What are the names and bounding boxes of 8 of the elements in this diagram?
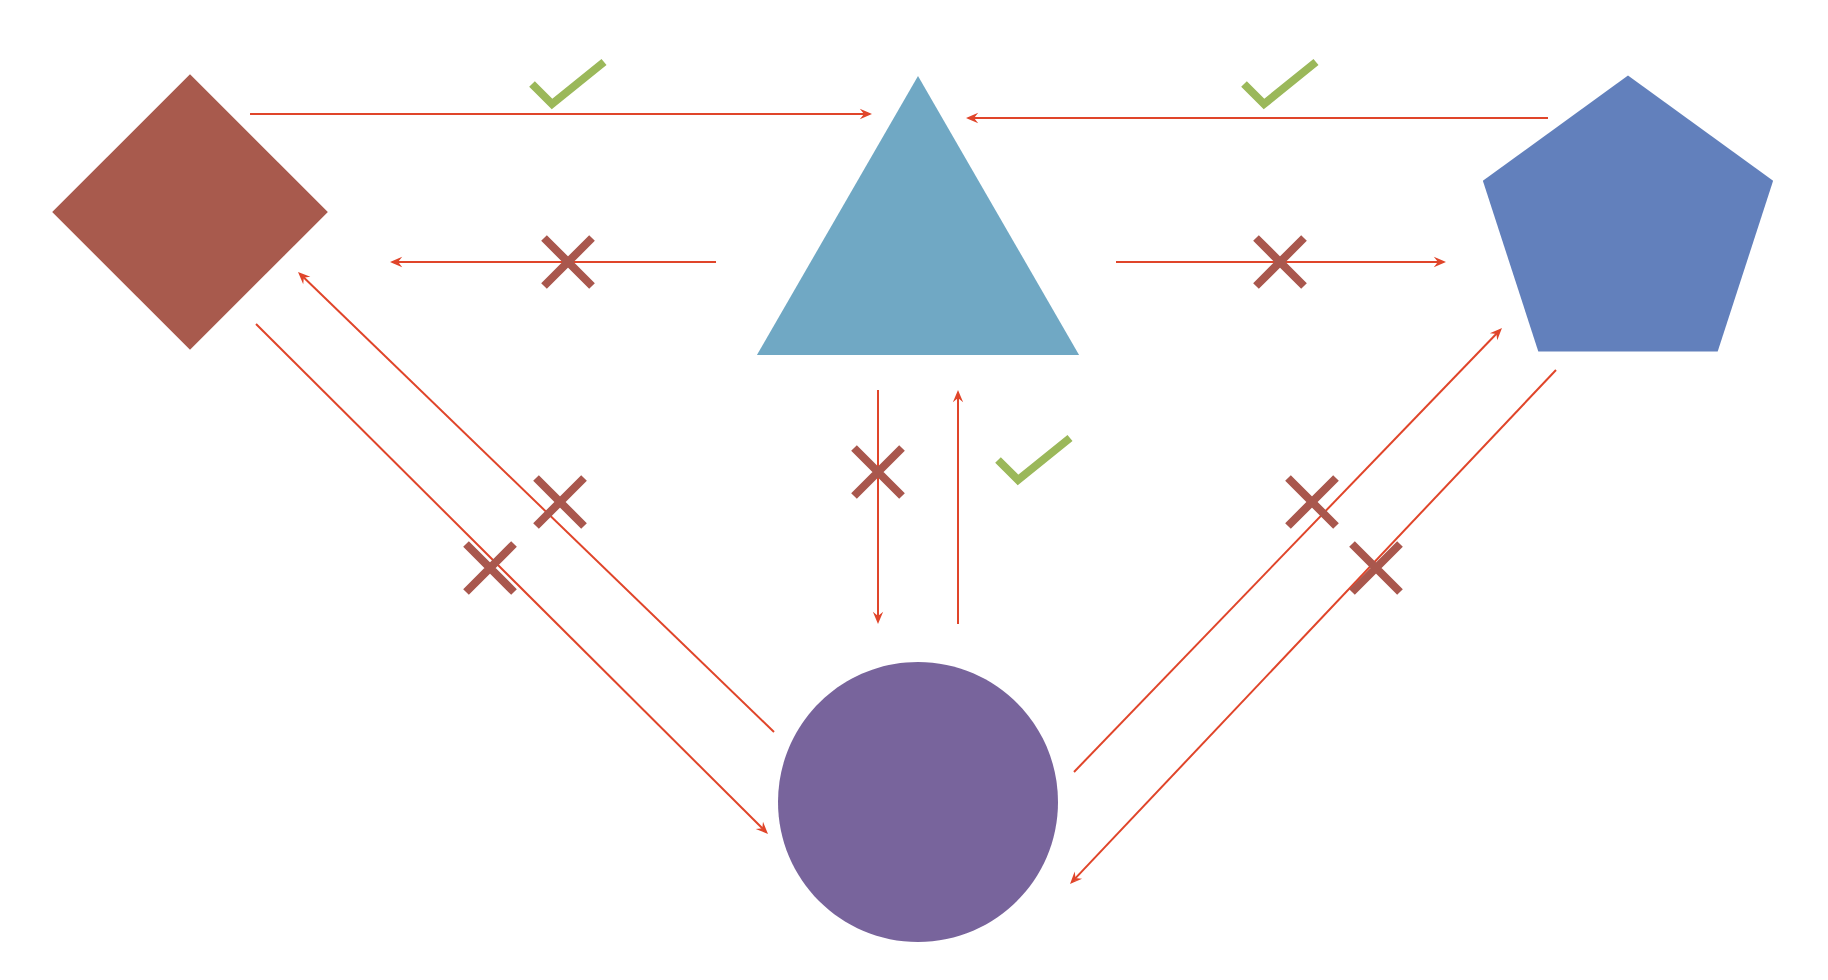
- pentagon-shape: [1482, 75, 1774, 352]
- arrow: [1070, 369, 1557, 884]
- arrow: [255, 323, 768, 834]
- diamond-shape: [52, 74, 328, 350]
- arrow: [1073, 328, 1502, 773]
- triangle-shape: [756, 76, 1080, 355]
- circle-shape: [778, 662, 1058, 942]
- arrow: [298, 272, 775, 733]
